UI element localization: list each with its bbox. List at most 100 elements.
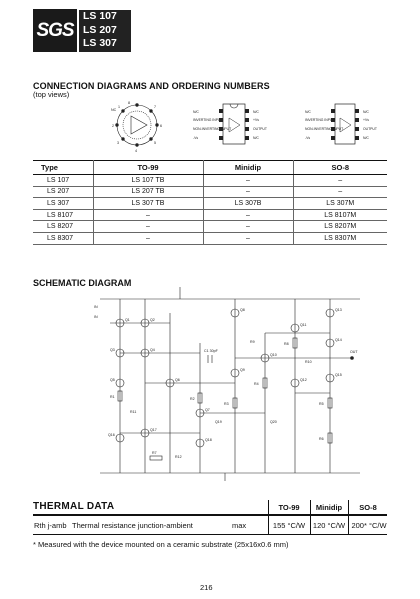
table-cell: – [203,220,294,233]
table-header-row: Type TO-99 Minidip SO-8 [33,160,387,175]
column-header: TO-99 [93,160,204,175]
dip-right-label: N/C [253,110,259,114]
table-row: LS 107 LS 107 TB – – [33,174,387,187]
table-cell: LS 8307 [33,232,94,245]
table-cell: – [93,209,204,222]
schematic-label: R3 [224,402,229,406]
thermal-top-rule [33,514,387,516]
thermal-value: 120 °C/W [312,521,346,530]
part-number-block: LS 107 LS 207 LS 307 [79,10,131,52]
schematic-label: Q10 [270,353,277,357]
thermal-column-header: Minidip [315,503,343,512]
part-number: LS 307 [83,37,117,49]
so8-left-label: N/C [305,110,311,114]
table-cell: LS 107 TB [93,174,204,187]
schematic-label: R10 [305,360,312,364]
to99-pin-label: 6 [160,124,162,128]
so8-left-label: -Vs [305,136,310,140]
thermal-symbol: Rth j-amb [34,521,67,530]
table-cell: – [203,232,294,245]
table-cell: LS 207 TB [93,186,204,199]
schematic-label: R6 [319,437,324,441]
table-cell: LS 207 [33,186,94,199]
schematic-label: R12 [175,455,182,459]
schematic-label: Q19 [215,420,222,424]
table-cell: LS 8207M [293,220,387,233]
so8-right-label: OUTPUT [363,127,377,131]
to99-pin-label: 1 [118,105,120,109]
table-cell: LS 8307M [293,232,387,245]
column-header: Type [33,160,94,175]
table-cell: LS 307 [33,197,94,210]
thermal-divider [268,500,269,534]
thermal-value: 200* °C/W [351,521,387,530]
table-cell: – [203,186,294,199]
schematic-label: Q16 [108,433,115,437]
schematic-label: R8 [284,342,289,346]
table-cell: LS 107 [33,174,94,187]
schematic-label: Q2 [150,318,155,322]
page-number: 216 [200,583,213,592]
table-row: LS 8207 – – LS 8207M [33,220,387,233]
so8-right-label: +Vs [363,118,369,122]
table-cell: LS 8207 [33,220,94,233]
table-cell: – [293,174,387,187]
schematic-label: Q17 [150,428,157,432]
schematic-label: Q20 [270,420,277,424]
schematic-label: Q13 [335,308,342,312]
dip-left-label: INVERTING INPUT [193,118,223,122]
table-cell: – [203,174,294,187]
part-number: LS 107 [83,10,117,22]
schematic-label: R7 [152,451,157,455]
table-cell: LS 8107 [33,209,94,222]
dip-left-label: NON-INVERTING INPUT [193,127,231,131]
to99-pin-label: 3 [117,141,119,145]
schematic-label: R5 [319,402,324,406]
thermal-divider [310,500,311,534]
to99-pin-label: 4 [135,149,137,153]
table-cell: – [93,220,204,233]
to99-pin-label: NC [111,108,117,112]
to99-pin-label: 8 [128,101,130,105]
so8-left-label: NON-INVERTING INPUT [305,127,343,131]
dip-left-label: N/C [193,110,199,114]
dip-right-label: +Vs [253,118,259,122]
schematic-label: Q9 [240,368,245,372]
table-row: LS 207 LS 207 TB – – [33,186,387,199]
schematic-label: IN [94,305,98,309]
table-cell: – [203,209,294,222]
table-cell: – [293,186,387,199]
to99-pin-label: 7 [154,105,156,109]
column-header: SO-8 [293,160,387,175]
minidip-package-diagram: N/C INVERTING INPUT NON-INVERTING INPUT … [193,103,267,145]
thermal-column-header: TO-99 [278,503,300,512]
schematic-label: Q7 [205,408,210,412]
so8-right-label: N/C [363,136,369,140]
connection-subtitle: (top views) [33,90,70,99]
schematic-label: R9 [250,340,255,344]
thermal-footnote: * Measured with the device mounted on a … [33,540,289,549]
sgs-logo: SGS [33,9,77,52]
schematic-label: Q12 [300,378,307,382]
schematic-title: SCHEMATIC DIAGRAM [33,278,132,288]
table-row: LS 307 LS 307 TB LS 307B LS 307M [33,197,387,210]
to99-pin-label: 2 [112,124,114,128]
schematic-label: R1 [110,395,115,399]
schematic-label: Q1 [125,318,130,322]
schematic-label: Q6 [175,378,180,382]
table-row: LS 8307 – – LS 8307M [33,232,387,245]
so8-left-label: INVERTING INPUT [305,118,335,122]
ordering-table: Type TO-99 Minidip SO-8 LS 107 LS 107 TB… [33,160,387,245]
schematic-label: OUT [350,350,358,354]
table-cell: LS 307M [293,197,387,210]
dip-right-label: N/C [253,136,259,140]
schematic-label: IN [94,315,98,319]
thermal-condition: max [232,521,247,530]
schematic-label: Q18 [205,438,212,442]
thermal-title: THERMAL DATA [33,501,115,512]
table-cell: LS 8107M [293,209,387,222]
thermal-column-header: SO-8 [359,503,377,512]
schematic-diagram: IN IN OUT C1 30pF Q1 Q2 Q3 Q4 Q5 Q6 Q7 Q… [94,287,360,481]
column-header: Minidip [203,160,294,175]
to99-package-diagram [115,103,159,147]
